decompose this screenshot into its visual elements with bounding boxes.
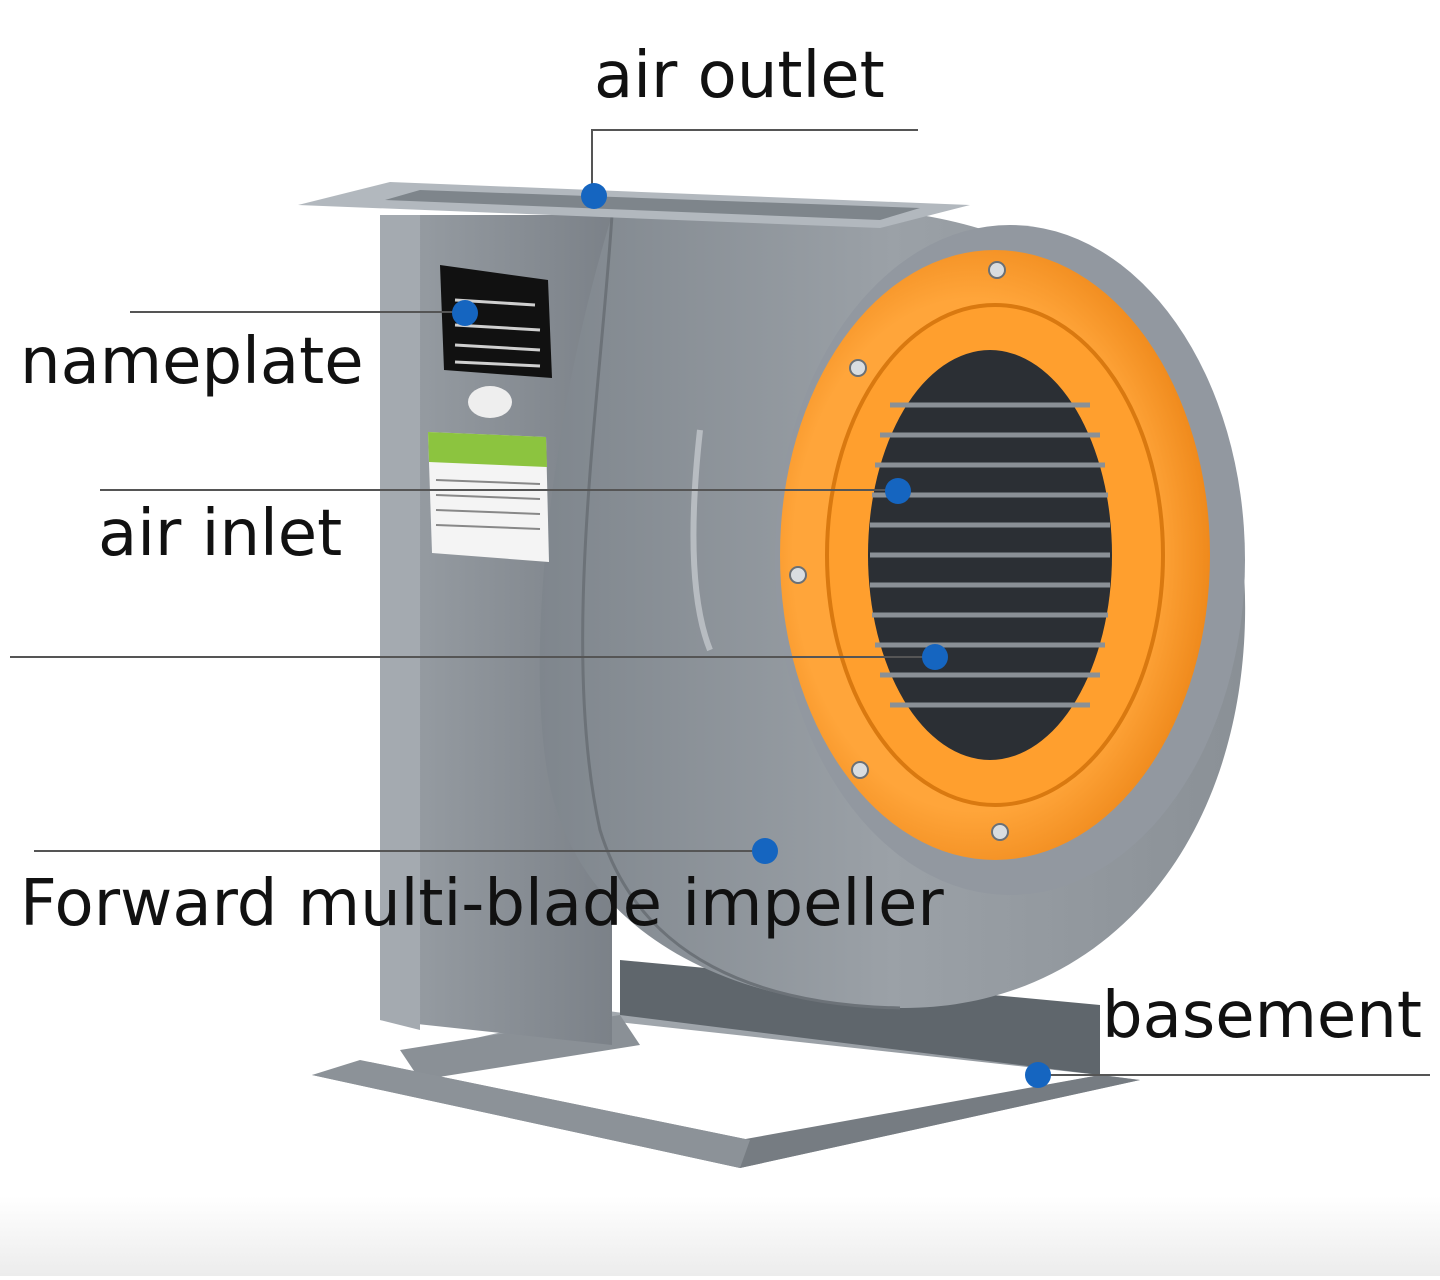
inlet-assembly [780, 250, 1210, 860]
outlet-flange [298, 182, 970, 228]
bottom-fade [0, 1196, 1440, 1276]
nameplate-dot [452, 300, 478, 326]
outlet-dot [581, 183, 607, 209]
impeller-blades [870, 402, 1110, 708]
basement-label: basement [1102, 979, 1422, 1053]
impeller-dot [752, 838, 778, 864]
warning-sticker [428, 432, 549, 562]
air-inlet-label: air inlet [98, 497, 343, 571]
basement-dot [1025, 1062, 1051, 1088]
outlet-leader [591, 129, 918, 195]
nameplate-plate [440, 265, 552, 418]
leader-lines [10, 129, 1430, 1076]
flange-bolts [789, 261, 1009, 841]
base-frame [312, 960, 1140, 1168]
callout-dots [452, 183, 1051, 1088]
nameplate-label: nameplate [20, 325, 364, 399]
air-outlet-label: air outlet [594, 39, 885, 113]
blade-dot [922, 644, 948, 670]
inlet-dot [885, 478, 911, 504]
impeller-label: Forward multi-blade impeller [20, 867, 944, 941]
pedestal [380, 215, 612, 1045]
